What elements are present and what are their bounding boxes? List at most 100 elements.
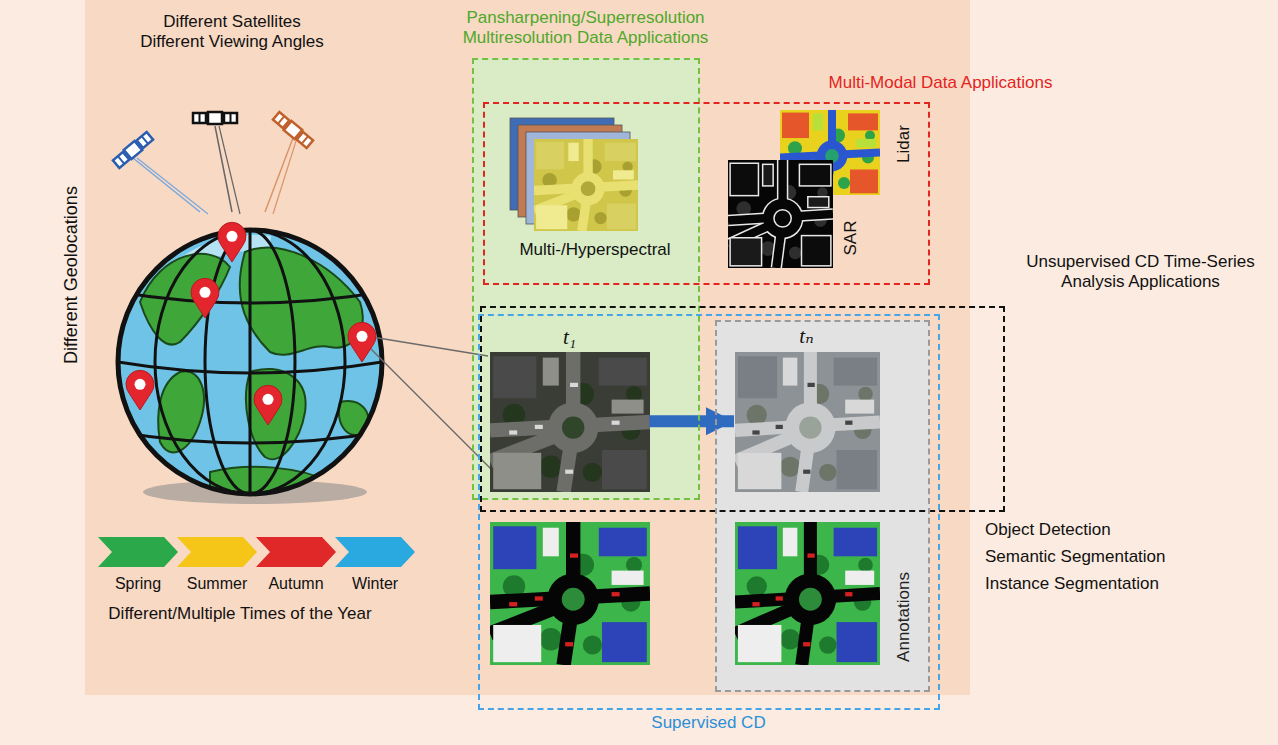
- globe-outline: [118, 230, 382, 494]
- illustration-rect: [224, 113, 237, 123]
- text-holder: Winter: [335, 574, 415, 593]
- illustration-rect: [730, 238, 762, 266]
- illustration-circle: [562, 588, 585, 611]
- illustration-rect: [602, 450, 647, 489]
- satellite-beam: [273, 138, 297, 214]
- text-holder: Semantic Segmentation: [985, 547, 1265, 567]
- grey-region-fill: [715, 320, 930, 692]
- season-chevron: [335, 537, 415, 567]
- illustration-rect: [845, 400, 874, 414]
- illustration-rect: [837, 450, 878, 489]
- text-holder: Object Detection: [985, 520, 1265, 540]
- illustration-circle: [762, 197, 804, 239]
- illustration-rect: [570, 383, 578, 387]
- illustration-path: [254, 385, 282, 425]
- illustration-rect: [490, 352, 650, 492]
- text-holder: Instance Segmentation: [985, 574, 1265, 594]
- illustration-rect: [193, 113, 206, 123]
- illustration-rect: [493, 453, 541, 489]
- illustration-rect: [752, 602, 759, 606]
- illustration-rect: [490, 522, 650, 665]
- illustration-circle: [583, 463, 602, 482]
- text-holder: Different/Multiple Times of the Year: [80, 604, 400, 624]
- group-heading: Supervised CD: [478, 713, 940, 733]
- illustration-rect: [834, 358, 878, 386]
- illustration-circle: [838, 177, 850, 189]
- multispectral-image: [534, 139, 638, 231]
- illustration-rect: [856, 139, 876, 148]
- image-caption: Multi-/Hyperspectral: [500, 240, 690, 260]
- illustration-circle: [572, 172, 605, 205]
- text-holder: Annotations: [894, 572, 914, 662]
- illustration-circle: [118, 230, 382, 494]
- illustration-rect: [543, 358, 559, 386]
- satellite-icon: [193, 112, 237, 124]
- illustration-circle: [799, 416, 821, 438]
- text-holder: tₙ: [734, 324, 879, 349]
- illustration-circle: [263, 394, 274, 405]
- illustration-circle: [785, 402, 835, 452]
- text-holder: Different Satellites Different Viewing A…: [134, 12, 330, 53]
- illustration-rect: [612, 592, 620, 596]
- illustration-rect: [534, 139, 638, 231]
- illustration-path: [126, 370, 154, 410]
- illustration-rect: [783, 528, 798, 557]
- illustration-rect: [738, 453, 782, 489]
- illustration-line: [230, 113, 232, 123]
- illustration-circle: [785, 573, 836, 624]
- illustration-circle: [858, 387, 873, 402]
- satellites-caption: Different Satellites Different Viewing A…: [134, 12, 330, 53]
- illustration-rect: [543, 528, 559, 557]
- annotation-map: [735, 522, 880, 665]
- illustration-circle: [858, 558, 873, 573]
- location-pin: [218, 222, 246, 262]
- illustration-rect: [735, 522, 880, 665]
- season-chevron: [256, 537, 336, 567]
- illustration-circle: [789, 247, 802, 260]
- group-heading: Pansharpening/Superresolution Multiresol…: [441, 8, 731, 49]
- illustration-rect: [602, 622, 647, 662]
- location-pin: [254, 385, 282, 425]
- text-holder: Supervised CD: [478, 713, 940, 733]
- illustration-circle: [763, 199, 802, 238]
- illustration-rect: [738, 625, 782, 662]
- illustration-rect: [834, 528, 878, 557]
- illustration-rect: [509, 430, 517, 434]
- text-holder: Spring: [98, 574, 178, 593]
- group-heading: t₁: [490, 325, 650, 350]
- illustration-rect: [535, 425, 543, 429]
- illustration-circle: [547, 573, 598, 624]
- illustration-circle: [227, 231, 238, 242]
- times-caption: Different/Multiple Times of the Year: [80, 604, 400, 624]
- illustration-rect: [728, 160, 833, 268]
- illustration-rect: [738, 526, 777, 569]
- illustration-rect: [568, 143, 578, 161]
- illustration-rect: [735, 352, 880, 492]
- illustration-path: [210, 467, 330, 502]
- illustration-rect: [565, 470, 573, 474]
- illustration-rect: [776, 425, 783, 429]
- illustration-rect: [803, 470, 810, 474]
- illustration-path: [246, 369, 306, 459]
- supervised-cd-group-box: Supervised CDt₁Annotationstₙ: [478, 314, 940, 710]
- illustration-circle: [581, 181, 596, 196]
- season-chevron: [177, 537, 257, 567]
- illustration-rect: [808, 553, 815, 557]
- image-caption: SAR: [841, 221, 861, 256]
- illustration-circle: [747, 576, 767, 596]
- group-heading: Unsupervised CD Time-Series Analysis App…: [1010, 252, 1272, 293]
- satellite-beam: [219, 126, 240, 214]
- illustration-line: [249, 230, 252, 494]
- illustration-ellipse: [155, 230, 345, 494]
- illustration-circle: [583, 635, 602, 654]
- leader-line: [366, 336, 488, 356]
- illustration-circle: [780, 457, 800, 477]
- illustration-circle: [819, 464, 836, 481]
- illustration-rect: [565, 642, 573, 646]
- illustration-rect: [799, 164, 831, 186]
- illustration-rect: [137, 132, 153, 148]
- illustration-rect: [613, 170, 634, 179]
- illustration-rect: [845, 592, 852, 596]
